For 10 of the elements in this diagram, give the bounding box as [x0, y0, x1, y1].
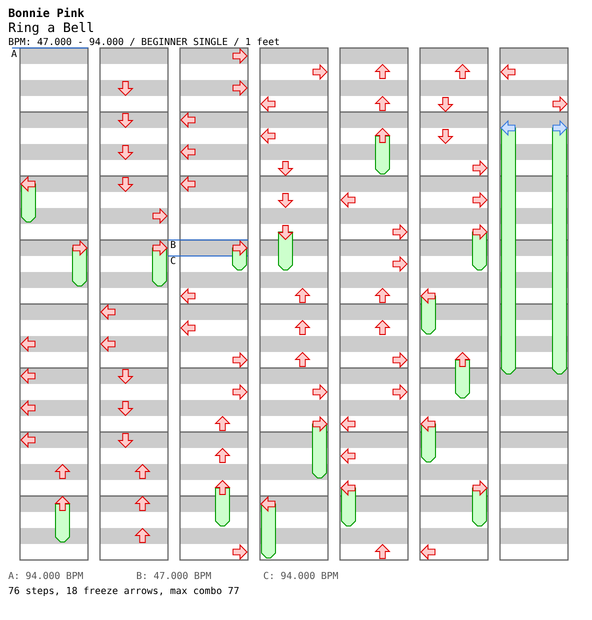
bpm-note: B: 47.000 BPM: [136, 572, 211, 580]
bpm-note: A: 94.000 BPM: [8, 572, 83, 580]
artist-name: Bonnie Pink: [8, 8, 84, 18]
section-marker: B: [170, 241, 176, 248]
song-title: Ring a Bell: [9, 22, 94, 35]
chart-info: BPM: 47.000 - 94.000 / BEGINNER SINGLE / 1 feet: [8, 38, 279, 46]
step-summary: 76 steps, 18 freeze arrows, max combo 77: [8, 586, 239, 596]
section-marker: C: [170, 256, 176, 264]
bpm-note: C: 94.000 BPM: [264, 572, 338, 580]
section-marker: A: [11, 50, 17, 57]
